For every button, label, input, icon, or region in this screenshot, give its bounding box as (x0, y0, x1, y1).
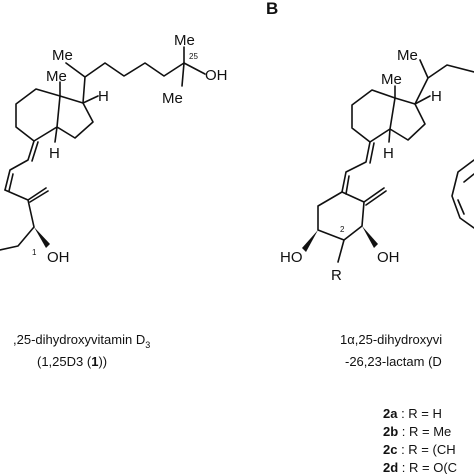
compound-1-caption-line2: (1,25D3 (1)) (37, 354, 107, 369)
c25-oh-bond (183, 62, 206, 75)
methyl-label-top: Me (52, 47, 73, 64)
methyl-label-c25: Me (174, 32, 195, 49)
c3-ho-wedge (302, 230, 318, 252)
methyl-label-ring-2: Me (381, 71, 402, 88)
cropped-aromatic-ring (451, 159, 474, 229)
cropped-aromatic-ring-inner (457, 173, 474, 215)
hydroxyl-label-c1-2: OH (377, 249, 400, 266)
double-bond-c5 (8, 173, 14, 192)
compound-1-structure (0, 46, 206, 251)
c1-oh-wedge-2 (362, 226, 378, 248)
compound-1-caption-line1: ,25-dihydroxyvitamin D3 (13, 332, 150, 350)
hydrogen-label-c14-2: H (383, 145, 394, 162)
hydrogen-label-c17: H (98, 88, 109, 105)
double-bond-c8-2 (369, 142, 375, 164)
compound-2-side-chain-bonds (414, 59, 474, 105)
methyl-label-ring: Me (46, 68, 67, 85)
double-bond-c8 (31, 141, 39, 162)
compound-2-caption-line1: 1α,25-dihydroxyvi (340, 332, 442, 347)
locant-c25: 25 (189, 52, 198, 61)
hydrogen-label-c14: H (49, 145, 60, 162)
locant-c2: 2 (340, 225, 345, 234)
compound-1-side-chain-bonds (65, 62, 185, 104)
variant-2c: 2c : R = (CH (383, 442, 456, 457)
c17-h-bond (82, 95, 99, 104)
c17-h-bond-2 (414, 95, 431, 105)
hydroxyl-label-c3: HO (280, 249, 303, 266)
double-bond-c5-2 (345, 175, 350, 195)
compound-2-caption-line2: -26,23-lactam (D (345, 354, 442, 369)
compound-2-a-ring (317, 187, 387, 241)
methyl-label-c25-lower: Me (162, 90, 183, 107)
variant-2b: 2b : R = Me (383, 424, 451, 439)
methyl-label-chain-2: Me (397, 47, 418, 64)
hydroxyl-label-c25: OH (205, 67, 228, 84)
compound-1-a-ring (0, 187, 49, 251)
c25-methyl-bond-down (181, 62, 185, 87)
compound-1-cd-rings (15, 88, 94, 142)
compound-2-cd-rings (351, 89, 426, 143)
compound-2-structure (302, 59, 474, 263)
compound-2-triene-linker (341, 141, 371, 193)
c14-h-bond-2 (388, 128, 391, 143)
hydrogen-label-c17-2: H (431, 88, 442, 105)
compound-1-triene-linker (4, 140, 35, 191)
variant-list: 2a : R = H 2b : R = Me 2c : R = (CH 2d :… (383, 406, 457, 474)
r-substituent-bond (337, 239, 345, 263)
c1-oh-wedge (34, 227, 50, 248)
compound-2-labels: Me Me H H HO 2 OH R (280, 47, 442, 284)
r-group-label: R (331, 267, 342, 284)
c14-h-bond (54, 126, 58, 143)
variant-2d: 2d : R = O(C (383, 460, 457, 474)
locant-c1: 1 (32, 248, 37, 257)
compound-1-labels: Me Me OH 25 Me Me H H 1 OH (32, 32, 228, 266)
variant-2a: 2a : R = H (383, 406, 442, 421)
hydroxyl-label-c1: OH (47, 249, 70, 266)
panel-label-b: B (266, 0, 278, 18)
